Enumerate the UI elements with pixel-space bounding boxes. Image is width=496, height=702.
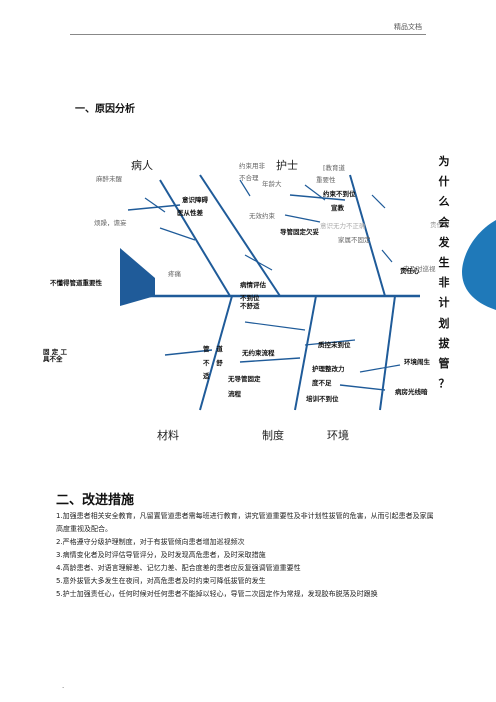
question-char: 生 xyxy=(438,256,450,270)
measure-item: 5.意外拔管大多发生在夜间，对高危患者及时约束可降低拔管的发生 xyxy=(56,577,266,585)
sub-9 xyxy=(371,194,386,209)
cause-restraint-2: 不合理 xyxy=(239,174,259,182)
bone-patient xyxy=(159,179,231,297)
bone-material xyxy=(199,295,233,411)
sub-5 xyxy=(289,194,346,201)
bone-system xyxy=(294,295,317,411)
measure-item: 3.病情变化者及时评估导管评分，及时发现高危患者，及时采取措施 xyxy=(56,551,266,559)
cause-assessment: 病情评估 xyxy=(240,281,266,289)
bone-env xyxy=(349,174,386,297)
sub-11 xyxy=(164,349,213,356)
question-char: 计 xyxy=(438,296,450,310)
question-char: 非 xyxy=(438,276,450,290)
measures-list: 1.加强患者相关安全教育，凡留置管道患者需每班进行教育，讲究管道重要性及非计划性… xyxy=(56,510,434,601)
cause-ward-light: 病房光线暗 xyxy=(395,388,428,396)
fishbone-diagram: 病人 护士 材料 制度 环境 麻醉未醒 烦躁，谵妄 意识障碍 医从性差 疼痛 不… xyxy=(0,140,496,450)
footer-mark: . xyxy=(62,682,65,690)
question-char: 什 xyxy=(438,175,450,189)
cause-no-fix-process-1: 无导管固定 xyxy=(228,375,261,383)
cause-restless: 烦躁，谵妄 xyxy=(94,219,127,227)
question-char: 为 xyxy=(438,155,450,168)
question-char: 划 xyxy=(438,316,450,330)
cause-pain: 疼痛 xyxy=(168,270,181,278)
cause-no-importance: 不懂得管道重要性 xyxy=(50,279,102,287)
question-char: 管 xyxy=(438,357,450,371)
cause-responsibility: 责任心 xyxy=(400,267,420,275)
sub-14 xyxy=(304,339,356,346)
question-char: ？ xyxy=(438,377,450,391)
cause-nursing-weak-2: 度不足 xyxy=(312,379,332,387)
section2-title: 二、改进措施 xyxy=(56,493,135,508)
cause-discomfort: 不舒适 xyxy=(240,302,260,310)
cause-suitable: 适 xyxy=(203,372,210,380)
question-vertical: 为 什 么 会 发 生 非 计 划 拔 管 ？ xyxy=(437,152,451,394)
cause-quality-control: 质控未到位 xyxy=(318,341,351,349)
cause-tube-fix-poor: 导管固定欠妥 xyxy=(280,228,319,236)
cause-not-in-place: 不到位 xyxy=(240,294,260,302)
cause-ineffective-restraint: 无效约束 xyxy=(249,212,275,220)
sub-8 xyxy=(244,254,273,271)
measure-item: 5.护士加强责任心，任何时候对任何患者不能掉以轻心，导管二次固定作为常规，发现胶… xyxy=(56,590,378,598)
question-char: 会 xyxy=(438,215,450,229)
cause-family-unfixed: 家属不固定 xyxy=(338,236,371,244)
header-rule xyxy=(70,34,426,35)
fish-tail xyxy=(120,248,155,306)
cause-faded: 意识无力不正确 xyxy=(320,222,366,230)
cause-poor-compliance: 医从性差 xyxy=(177,209,203,217)
cause-training: 培训不到位 xyxy=(306,395,339,403)
category-nurse: 护士 xyxy=(276,159,298,172)
category-patient: 病人 xyxy=(131,159,153,172)
category-system: 制度 xyxy=(262,429,284,442)
bone-nurse xyxy=(199,174,281,297)
cause-uncomfortable: 不 舒 xyxy=(203,359,223,367)
measure-item: 2.严格遵守分级护理制度，对于有拔管倾向患者增加巡视频次 xyxy=(56,538,245,546)
sub-4 xyxy=(239,179,251,197)
section1-title: 一、原因分析 xyxy=(75,104,135,115)
cause-not-timely: 未及时巡视 xyxy=(403,265,436,273)
cause-not-done: 宣教 xyxy=(331,204,344,212)
sub-2 xyxy=(144,197,166,213)
cause-importance: 重要性 xyxy=(316,176,336,184)
cause-consciousness: 意识障碍 xyxy=(182,196,208,204)
header-note: 精品文档 xyxy=(394,23,422,31)
sub-1 xyxy=(127,204,181,211)
sub-13 xyxy=(244,321,306,331)
question-char: 拔 xyxy=(438,336,450,350)
measure-item: 4.高龄患者、对语言理解差、记忆力差、配合度差的患者应反复强调管道重要性 xyxy=(56,564,301,572)
sub-10 xyxy=(381,249,393,263)
cause-no-fix-process-2: 流程 xyxy=(228,390,241,398)
question-char: 发 xyxy=(438,235,450,249)
cause-restraint-1: 约束用非 xyxy=(239,162,265,170)
measure-item: 1.加强患者相关安全教育，凡留置管道患者需每班进行教育，讲究管道重要性及非计划性… xyxy=(56,512,434,533)
sub-3 xyxy=(159,227,196,241)
sub-16 xyxy=(359,364,401,373)
category-material: 材料 xyxy=(157,429,179,442)
cause-anesthesia: 麻醉未醒 xyxy=(96,175,122,183)
cause-restraint-missing: 约束不到位 xyxy=(323,190,356,198)
sub-12 xyxy=(239,357,301,363)
sub-6 xyxy=(304,184,326,201)
cause-responsibility-faded: 责任心 xyxy=(430,221,450,229)
cause-age: 年龄大 xyxy=(262,180,282,188)
cause-no-restraint-process: 无约束流程 xyxy=(242,349,275,357)
fishbone-lines xyxy=(120,174,496,411)
question-char: 么 xyxy=(438,195,450,209)
cause-fixing-tools: 固 定 工 具不全 xyxy=(43,348,68,364)
category-environment: 环境 xyxy=(327,429,349,442)
sub-15 xyxy=(339,384,386,391)
cause-pipe: 管 道 xyxy=(203,345,223,353)
sub-7 xyxy=(284,214,321,223)
bone-environment xyxy=(379,295,396,411)
cause-education: [教育道 xyxy=(323,164,346,172)
fish-head xyxy=(462,220,496,310)
cause-nursing-weak-1: 护理整改力 xyxy=(312,365,345,373)
cause-env-noisy: 环境闹生 xyxy=(404,358,430,366)
